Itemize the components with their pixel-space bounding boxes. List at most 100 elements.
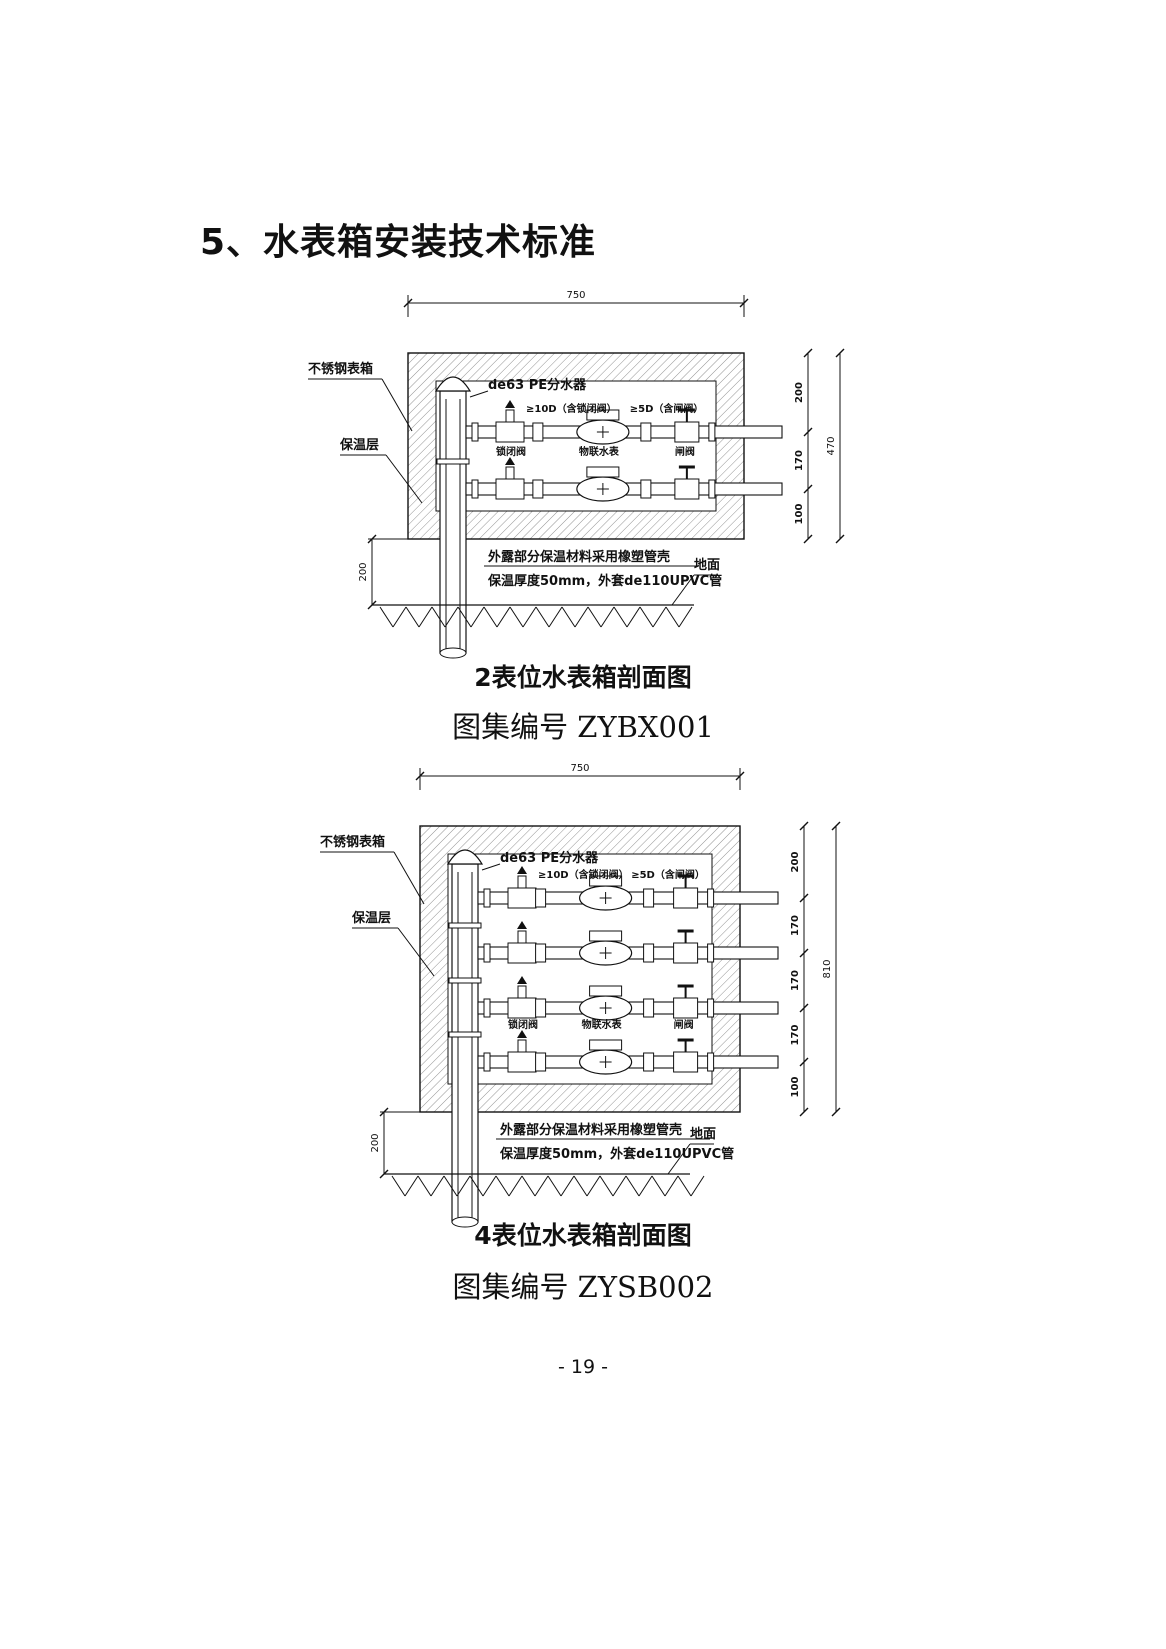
- dim-tick: [799, 1107, 809, 1117]
- dim-tick: [739, 298, 749, 308]
- lock-valve-head: [505, 457, 515, 465]
- dim-tick: [799, 893, 809, 903]
- riser-clamp: [436, 458, 470, 465]
- pipe-fitting: [483, 998, 491, 1018]
- lock-valve-stem: [517, 985, 527, 999]
- lock-valve: [507, 887, 537, 909]
- ground-hatch: [496, 606, 511, 628]
- ground-hatch: [678, 606, 693, 628]
- pipe-fitting: [483, 1052, 491, 1072]
- gate-valve: [673, 1051, 699, 1073]
- dim-tick: [799, 1057, 809, 1067]
- meter-coupling-right: [643, 888, 655, 908]
- dim-tick: [835, 534, 845, 544]
- dim-tick: [403, 298, 413, 308]
- ground-hatch: [522, 606, 537, 628]
- lock-valve: [495, 421, 525, 443]
- meter-label: 物联水表: [579, 445, 620, 458]
- manifold-label: de63 PE分水器: [500, 850, 599, 866]
- ground-hatch: [431, 606, 446, 628]
- insulation-label: 保温层: [351, 910, 391, 926]
- water-meter-head: [586, 409, 620, 421]
- insulation-note-1: 外露部分保温材料采用橡塑管壳: [487, 549, 670, 565]
- ground-hatch: [418, 606, 433, 628]
- dim-row-text: 170: [790, 915, 801, 936]
- dim-tick: [831, 1107, 841, 1117]
- dim-total-text: 470: [826, 436, 837, 455]
- ground-hatch: [483, 606, 498, 628]
- lock-valve-head: [517, 1030, 527, 1038]
- ground-hatch: [613, 606, 628, 628]
- lock-valve-label: 锁闭阀: [496, 445, 526, 458]
- ground-hatch: [690, 1175, 705, 1197]
- meter-coupling-left: [532, 479, 544, 499]
- dim-ground-text: 200: [358, 562, 369, 581]
- riser-clamp: [448, 1031, 482, 1038]
- gate-valve: [674, 421, 700, 443]
- insulation-note-2: 保温厚度50mm，外套de110UPVC管: [487, 573, 722, 589]
- ground-label: 地面: [694, 557, 720, 573]
- ground-hatch: [586, 1175, 601, 1197]
- downstream-note: ≥5D（含闸阀）: [630, 402, 704, 415]
- ground-hatch: [651, 1175, 666, 1197]
- lock-valve-head: [517, 976, 527, 984]
- ground-hatch: [391, 1175, 406, 1197]
- ground-hatch: [379, 606, 394, 628]
- insulation-note-1: 外露部分保温材料采用橡塑管壳: [499, 1122, 682, 1138]
- dim-row-text: 200: [790, 852, 801, 873]
- ground-hatch: [495, 1175, 510, 1197]
- leader-insulation: [397, 927, 435, 977]
- lock-valve-stem: [517, 1039, 527, 1053]
- meter-coupling-left: [535, 888, 547, 908]
- ground-hatch: [392, 606, 407, 628]
- ground-hatch: [444, 606, 459, 628]
- page-number: - 19 -: [558, 1356, 608, 1378]
- lock-valve-head: [505, 400, 515, 408]
- meter-coupling-right: [643, 1052, 655, 1072]
- lock-valve: [507, 942, 537, 964]
- riser-clamp: [448, 977, 482, 984]
- branch-row: [465, 457, 783, 502]
- dim-tick: [831, 821, 841, 831]
- page-title: 5、水表箱安装技术标准: [200, 222, 597, 263]
- ground-hatch: [535, 606, 550, 628]
- dim-tick: [415, 771, 425, 781]
- ground-hatch: [599, 1175, 614, 1197]
- leader-manifold: [481, 863, 501, 871]
- pipe-fitting: [707, 998, 715, 1018]
- box-label: 不锈钢表箱: [308, 361, 373, 377]
- ground-hatch: [652, 606, 667, 628]
- dim-tick: [379, 1107, 389, 1117]
- ground-hatch: [574, 606, 589, 628]
- ground-hatch: [404, 1175, 419, 1197]
- dim-tick: [835, 348, 845, 358]
- pipe-fitting: [708, 422, 716, 442]
- meter-label: 物联水表: [582, 1018, 623, 1031]
- ground-hatch: [639, 606, 654, 628]
- lock-valve: [495, 478, 525, 500]
- lock-valve-head: [517, 921, 527, 929]
- ground-hatch: [560, 1175, 575, 1197]
- gate-valve-label: 闸阀: [674, 1018, 694, 1031]
- leader-box: [381, 378, 413, 432]
- water-meter-head: [589, 985, 623, 997]
- branch-row: [477, 976, 779, 1021]
- dim-tick: [799, 821, 809, 831]
- meter-coupling-right: [643, 943, 655, 963]
- ground-hatch: [665, 606, 680, 628]
- manifold-label: de63 PE分水器: [488, 377, 587, 393]
- pipe-fitting: [707, 888, 715, 908]
- ground-hatch: [417, 1175, 432, 1197]
- lock-valve: [507, 1051, 537, 1073]
- drawing-code-1: 图集编号 ZYBX001: [452, 710, 714, 744]
- dim-ground-text: 200: [370, 1133, 381, 1152]
- manifold-cap: [446, 849, 484, 865]
- manifold-pipe: [451, 863, 479, 1223]
- leader-box: [393, 851, 425, 905]
- dim-width-text: 750: [566, 290, 585, 301]
- meter-coupling-right: [640, 479, 652, 499]
- drawing-caption-2: 4表位水表箱剖面图: [474, 1221, 692, 1250]
- box-label: 不锈钢表箱: [320, 834, 385, 850]
- ground-hatch: [561, 606, 576, 628]
